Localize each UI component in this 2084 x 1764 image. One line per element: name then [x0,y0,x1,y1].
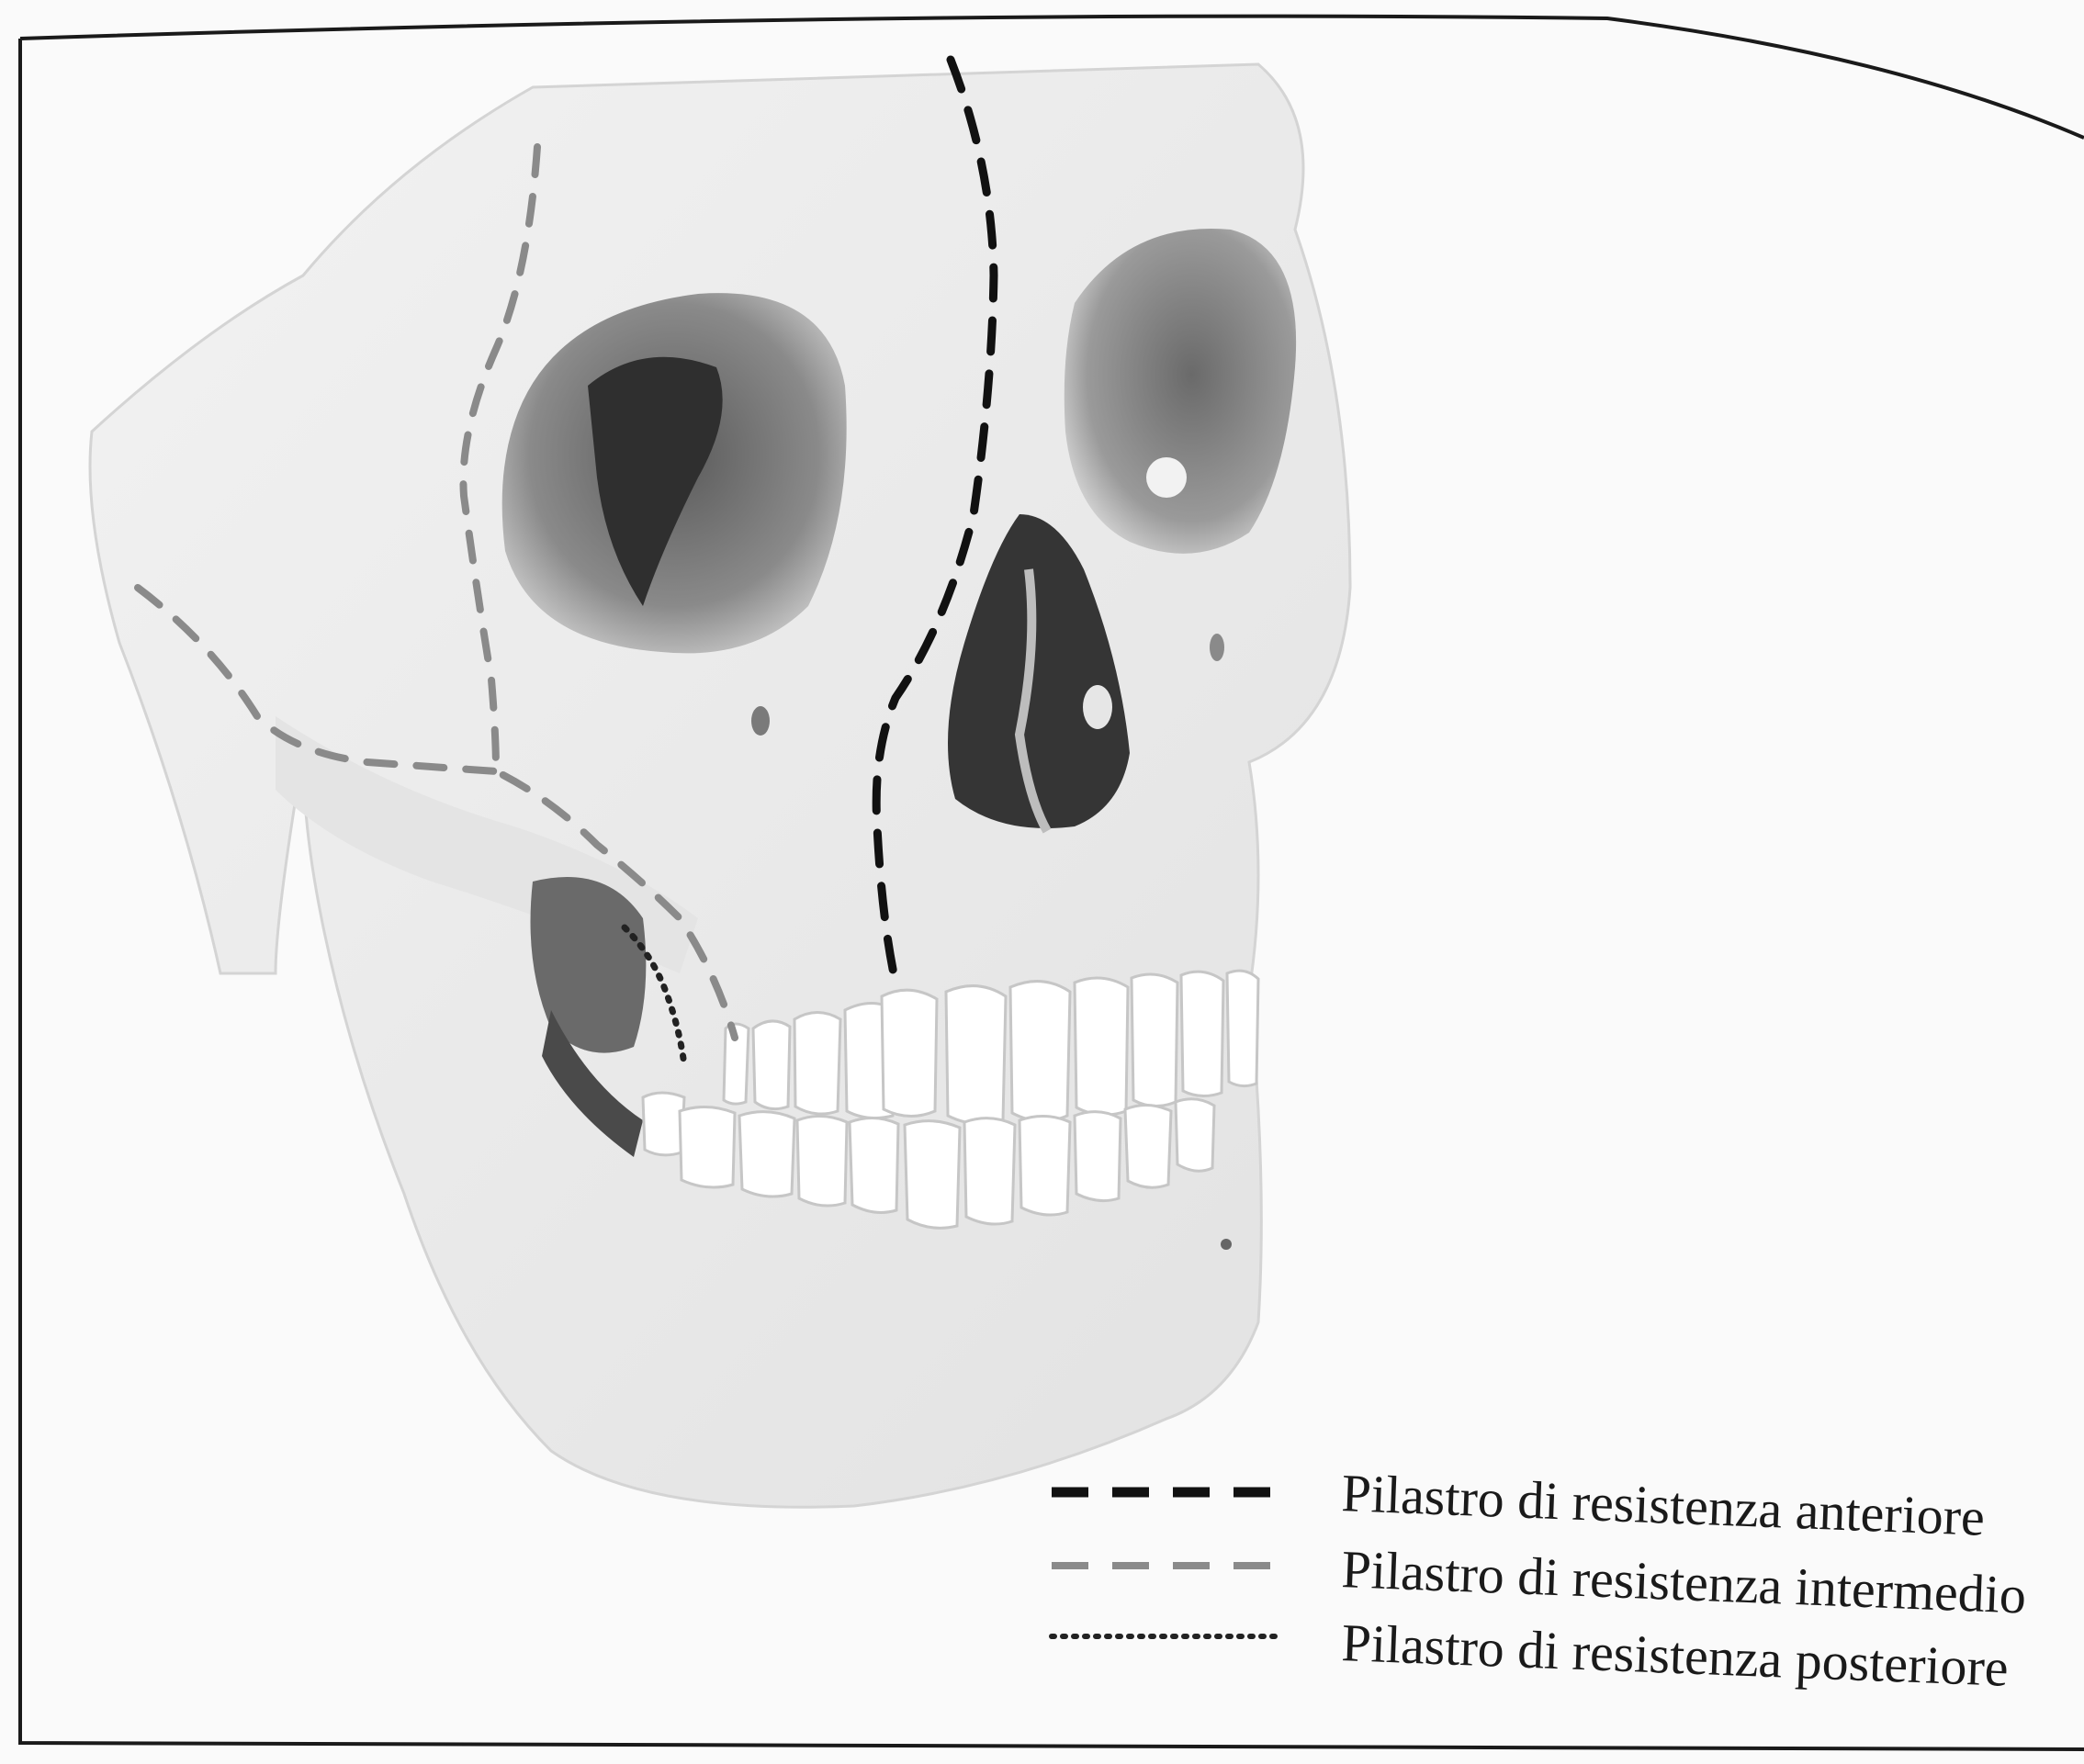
tooth [1227,971,1258,1085]
tooth [1019,1116,1070,1215]
tooth [643,1093,684,1155]
tooth [794,1013,840,1115]
tooth [1125,1105,1171,1187]
tooth [753,1021,790,1109]
infraorbital-foramen [1210,634,1224,661]
left-orbit-foramen [1146,457,1187,498]
tooth [680,1107,735,1187]
tooth [905,1121,960,1229]
tooth [1181,972,1223,1095]
tooth [1075,1112,1121,1201]
tooth [850,1118,898,1212]
left-orbit [1065,229,1296,554]
tooth [797,1116,847,1206]
tooth [964,1118,1015,1224]
tooth [1132,974,1177,1107]
tooth [882,990,937,1116]
tooth [1010,982,1070,1121]
tooth [739,1112,794,1197]
mental-foramen [1221,1239,1232,1250]
tooth [946,986,1006,1124]
infraorbital-foramen [751,706,770,736]
nasal-concha [1083,685,1112,729]
tooth [1075,978,1128,1115]
tooth [1176,1099,1214,1171]
